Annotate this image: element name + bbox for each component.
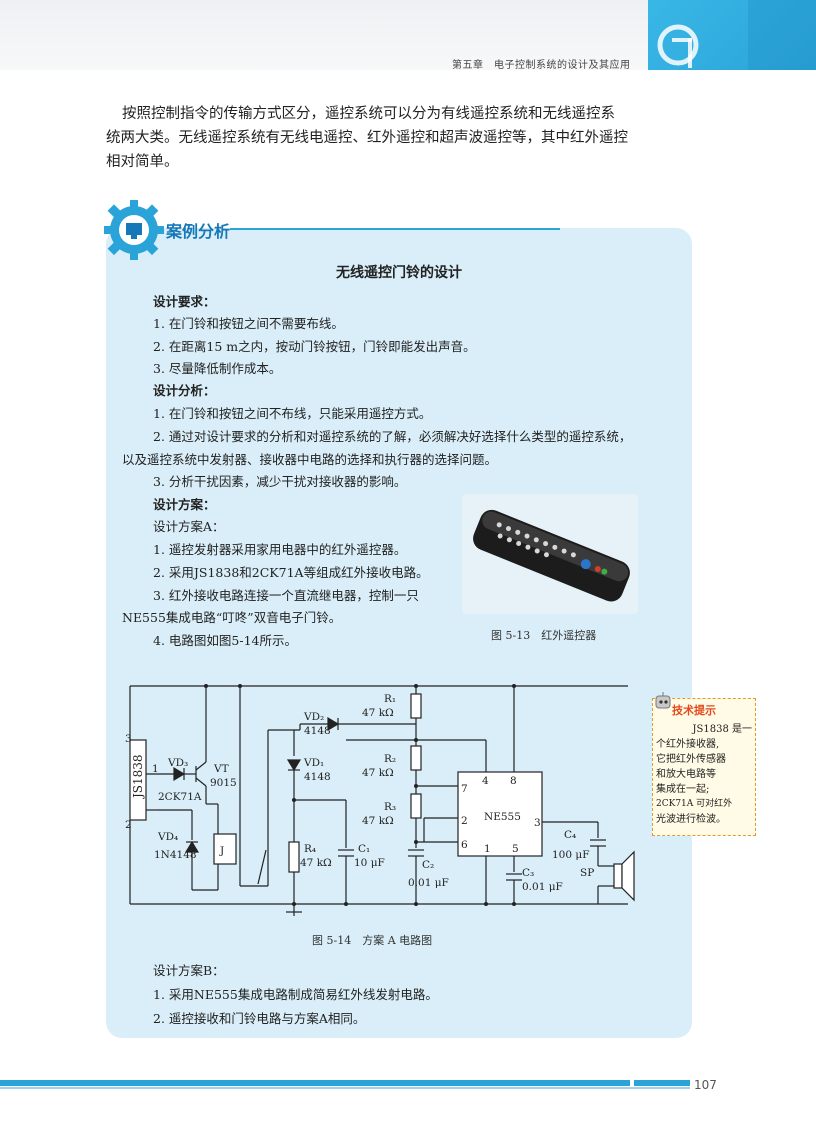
ne555-pin8: 8 (510, 775, 517, 787)
r4-value: 47 kΩ (300, 857, 332, 869)
js1838-label: JS1838 (131, 754, 145, 800)
gear-icon (104, 200, 164, 260)
vt-label: VT (213, 763, 229, 775)
r1-value: 47 kΩ (362, 707, 394, 719)
ne555-pin4: 4 (482, 775, 489, 787)
chapter-corner-decoration (648, 0, 816, 70)
robot-icon (655, 692, 671, 709)
vd2-label: VD₂ (303, 711, 324, 723)
r2-label: R₂ (384, 753, 396, 765)
ne555-pin1: 1 (484, 843, 491, 855)
ne555-pin7: 7 (461, 783, 468, 795)
ck-label: 2CK71A (158, 791, 202, 803)
vd1-label: VD₁ (303, 757, 324, 769)
c4-value: 100 μF (552, 849, 590, 861)
remote-control-image (462, 494, 638, 614)
tech-tip-title: 技术提示 (672, 704, 716, 717)
footer-bar-right (634, 1080, 690, 1086)
chapter-title: 第五章 电子控制系统的设计及其应用 (452, 60, 631, 71)
plan-a-3: 3. 红外接收电路连接一个直流继电器，控制一只 (153, 588, 419, 603)
requirement-2: 2. 在距离15 m之内，按动门铃按钮，门铃即能发出声音。 (153, 339, 476, 354)
ne555-pin3: 3 (534, 817, 541, 829)
requirement-3: 3. 尽量降低制作成本。 (153, 361, 282, 376)
c1-label: C₁ (358, 843, 370, 855)
requirement-1: 1. 在门铃和按钮之间不需要布线。 (153, 316, 344, 331)
c2-label: C₂ (422, 859, 434, 871)
plan-a-4: 4. 电路图如图5-14所示。 (153, 633, 297, 648)
analysis-2: 2. 通过对设计要求的分析和对遥控系统的了解，必须解决好选择什么类型的遥控系统， (153, 429, 632, 444)
c3-value: 0.01 μF (522, 881, 563, 893)
analysis-1: 1. 在门铃和按钮之间不布线，只能采用遥控方式。 (153, 406, 432, 421)
vd2-model-label: 4148 (304, 725, 331, 737)
relay-label: J (219, 845, 224, 857)
design-analysis-heading: 设计分析： (153, 383, 216, 398)
r3-label: R₃ (384, 801, 396, 813)
figure-5-13-caption: 图 5-13 红外遥控器 (491, 629, 597, 642)
figure-5-14-caption: 图 5-14 方案 A 电路图 (312, 934, 433, 947)
circuit-diagram: 3 1 2 JS1838 VD₃ 2CK71A VT 9015 VD₄ 1N41… (125, 684, 635, 916)
ne555-pin6: 6 (461, 839, 468, 851)
vd1-model-label: 4148 (304, 771, 331, 783)
c1-value: 10 μF (354, 857, 385, 869)
r1-label: R₁ (384, 693, 396, 705)
c3-label: C₃ (522, 867, 534, 879)
analysis-2-cont: 以及遥控系统中发射器、接收器中电路的选择和执行器的选择问题。 (122, 452, 498, 467)
js-pin3-label: 3 (125, 733, 132, 745)
plan-b-2: 2. 遥控接收和门铃电路与方案A相同。 (153, 1011, 366, 1026)
chapter-logo-icon (657, 0, 816, 70)
vd3-label: VD₃ (167, 757, 188, 769)
case-title: 无线遥控门铃的设计 (336, 265, 462, 281)
intro-line-3: 相对简单。 (106, 154, 179, 170)
vt-model-label: 9015 (210, 777, 237, 789)
plan-b-1: 1. 采用NE555集成电路制成简易红外线发射电路。 (153, 987, 438, 1002)
case-analysis-box (106, 228, 692, 1038)
c2-value: 0.01 μF (408, 877, 449, 889)
tip-line-6: 2CK71A 可对红外 (656, 799, 733, 809)
plan-a-1: 1. 遥控发射器采用家用电器中的红外遥控器。 (153, 542, 407, 557)
plan-a-2: 2. 采用JS1838和2CK71A等组成红外接收电路。 (153, 565, 429, 580)
design-plan-heading: 设计方案： (153, 497, 216, 512)
intro-line-1: 按照控制指令的传输方式区分，遥控系统可以分为有线遥控系统和无线遥控系 (122, 106, 615, 122)
case-heading-rule (230, 228, 560, 230)
footer-bar (0, 1080, 630, 1086)
case-analysis-label: 案例分析 (166, 222, 231, 241)
footer-rule (0, 1087, 690, 1089)
vd4-label: VD₄ (157, 831, 178, 843)
speaker-label: SP (580, 867, 594, 879)
tip-line-3: 它把红外传感器 (656, 754, 726, 765)
c4-label: C₄ (564, 829, 576, 841)
plan-b-heading: 设计方案B： (153, 963, 225, 978)
tech-tip-box (652, 698, 756, 836)
intro-line-2: 统两大类。无线遥控系统有无线电遥控、红外遥控和超声波遥控等，其中红外遥控 (106, 130, 628, 146)
ne555-label: NE555 (484, 811, 521, 823)
tip-line-2: 个红外接收器, (656, 739, 720, 750)
tip-line-5: 集成在一起; (656, 784, 710, 795)
r2-value: 47 kΩ (362, 767, 394, 779)
ne555-pin2: 2 (461, 815, 468, 827)
plan-a-3-cont: NE555集成电路“叮咚”双音电子门铃。 (122, 610, 342, 625)
js-pin1-label: 1 (152, 763, 159, 775)
r3-value: 47 kΩ (362, 815, 394, 827)
r4-label: R₄ (304, 843, 316, 855)
analysis-3: 3. 分析干扰因素，减少干扰对接收器的影响。 (153, 474, 407, 489)
ne555-pin5: 5 (512, 843, 519, 855)
design-requirements-heading: 设计要求： (153, 294, 216, 309)
plan-a-heading: 设计方案A： (153, 519, 225, 534)
tip-line-1: JS1838 是一 (692, 724, 753, 735)
tip-line-7: 光波进行检波。 (656, 814, 726, 825)
js-pin2-label: 2 (125, 819, 132, 831)
vd4-model-label: 1N4148 (154, 849, 197, 861)
page-number: 107 (694, 1078, 717, 1092)
remote-control-icon (473, 509, 630, 602)
tip-line-4: 和放大电路等 (656, 769, 716, 780)
